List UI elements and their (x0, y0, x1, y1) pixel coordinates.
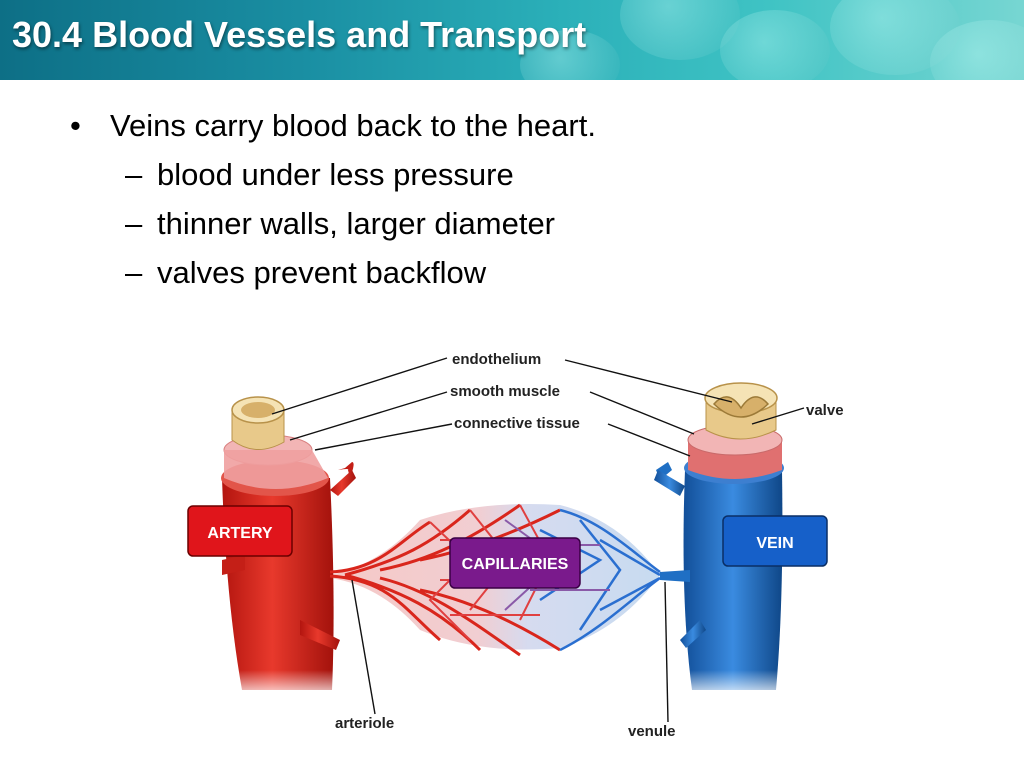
artery-label-box: ARTERY (187, 505, 293, 557)
label-arteriole: arteriole (335, 715, 394, 732)
leader-line-connective-tissue-artery (314, 423, 453, 451)
leader-line-endothelium-artery (271, 357, 448, 415)
leader-line-smooth-muscle-artery (289, 391, 448, 441)
label-valve: valve (806, 402, 844, 419)
label-endothelium: endothelium (452, 351, 541, 368)
background-cell-decoration (830, 0, 960, 75)
vein-box-text: VEIN (756, 535, 793, 552)
label-connective-tissue: connective tissue (454, 415, 580, 432)
capillaries-label-box: CAPILLARIES (449, 537, 581, 589)
bullet-marker: – (125, 157, 143, 192)
artery-branch-lower (300, 620, 340, 650)
title-bar: 30.4 Blood Vessels and Transport (0, 0, 1024, 80)
bullet-text: valves prevent backflow (157, 255, 487, 290)
label-venule: venule (628, 723, 676, 740)
background-cell-decoration (720, 10, 830, 80)
bullet-text: blood under less pressure (157, 157, 514, 192)
bullet-marker: – (125, 206, 143, 241)
bullet-marker: • (70, 108, 81, 143)
vein-branch-lower (680, 620, 706, 648)
leader-line-smooth-muscle-vein (589, 391, 695, 435)
vein-label-box: VEIN (722, 515, 828, 567)
leader-line-connective-tissue-vein (607, 423, 691, 457)
artery-branch-left (222, 555, 245, 575)
vein-main-trunk (683, 470, 783, 690)
artery-vessel (210, 396, 356, 700)
background-cell-decoration (520, 30, 620, 80)
leader-line-venule (664, 581, 669, 723)
leader-line-endothelium-vein (564, 359, 733, 403)
capillaries-box-text: CAPILLARIES (462, 556, 569, 573)
leader-line-valve (751, 407, 805, 425)
label-smooth-muscle: smooth muscle (450, 383, 560, 400)
vein-valve-flaps (712, 396, 770, 418)
leader-line-arteriole (351, 579, 376, 715)
bullet-text: thinner walls, larger diameter (157, 206, 556, 241)
bullet-marker: – (125, 255, 143, 290)
artery-branch-upper (330, 470, 356, 496)
leader-lines (271, 357, 805, 723)
slide-title: 30.4 Blood Vessels and Transport (12, 14, 587, 55)
bullet-text: Veins carry blood back to the heart. (110, 108, 596, 143)
artery-box-text: ARTERY (207, 525, 273, 542)
